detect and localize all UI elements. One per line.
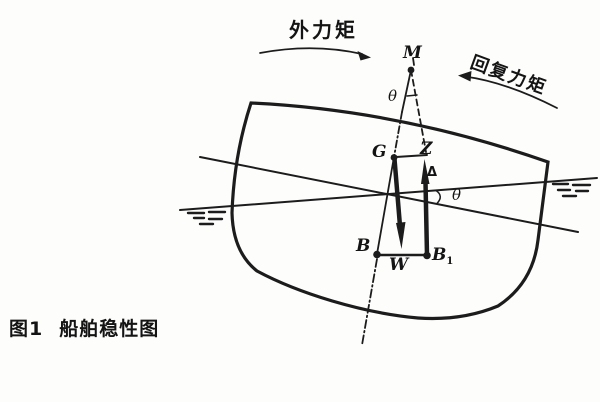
- theta-arc-right: [435, 189, 441, 205]
- water-hatch-left: [186, 210, 227, 226]
- water-hatch-right: [551, 182, 592, 198]
- gravity-center-dot: [390, 154, 398, 161]
- metacenter-label: M: [403, 43, 422, 63]
- new-buoyancy-center-subscript: 1: [446, 256, 454, 267]
- new-buoyancy-center-base: B: [432, 245, 447, 265]
- mz-dashed-line: [410, 69, 427, 153]
- gravity-center-label: G: [372, 142, 387, 162]
- buoyancy-center-label: B: [356, 236, 371, 256]
- new-buoyancy-center-dot: [423, 251, 431, 260]
- new-buoyancy-center-label: B1: [432, 247, 453, 267]
- figure-caption: 图1 船舶稳性图: [9, 320, 159, 339]
- external-moment-arrow: [259, 47, 371, 61]
- metacenter-dot: [407, 66, 415, 74]
- buoyancy-center-dot: [373, 250, 381, 259]
- weight-arrow: [392, 156, 406, 249]
- waterline-new: [179, 177, 598, 211]
- heel-angle-theta-top-label: θ: [388, 87, 398, 105]
- weight-label: W: [389, 255, 409, 275]
- figure-caption-number: 图1: [9, 318, 44, 340]
- figure-caption-title: 船舶稳性图: [59, 318, 160, 340]
- displacement-delta-label: Δ: [427, 165, 438, 180]
- heel-angle-theta-right-label: θ: [452, 186, 462, 204]
- buoyancy-arrow: [421, 159, 430, 258]
- external-moment-label: 外力矩: [289, 18, 358, 42]
- centerline: [361, 57, 415, 346]
- gz-line: [395, 154, 428, 158]
- hull-outline: [230, 101, 550, 321]
- z-point-label: Z: [420, 139, 433, 159]
- angle-tick-top: [406, 94, 418, 97]
- restoring-moment-arrow: [458, 71, 558, 109]
